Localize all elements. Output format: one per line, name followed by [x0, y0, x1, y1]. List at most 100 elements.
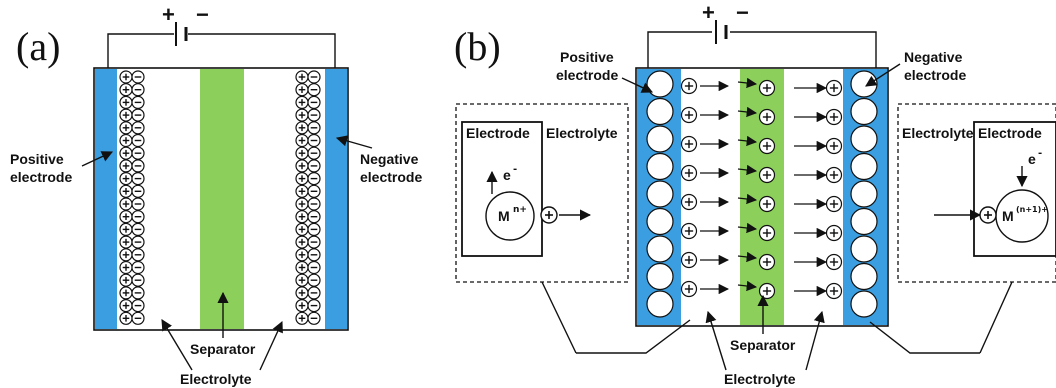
minus-charge-icon [307, 70, 321, 84]
electrode-atom-circle [850, 207, 878, 236]
label-a-electrolyte: Electrolyte [180, 371, 252, 387]
minus-charge-icon [307, 83, 321, 97]
plus-charge-icon [295, 121, 309, 135]
inset-right-cation [979, 206, 997, 224]
inset-left: Electrode Electrolyte M n+ e - [455, 103, 691, 354]
label-b-positive-line2: electrode [556, 67, 618, 83]
electrode-atom-circle [850, 152, 878, 181]
minus-charge-icon [307, 286, 321, 300]
panel-a-label: (a) [16, 24, 60, 69]
arrow-icon [737, 106, 758, 118]
plus-charge-icon [680, 251, 698, 269]
electrode-atom-circle [646, 180, 674, 208]
cell-a-positive-electrode [95, 69, 117, 329]
plus-charge-icon [119, 299, 133, 313]
label-b-electrolyte: Electrolyte [724, 371, 796, 387]
electrode-atom-circle [646, 235, 674, 263]
plus-charge-icon [295, 146, 309, 160]
electrode-atom-circle [646, 152, 674, 181]
plus-charge-icon [119, 95, 133, 110]
cell-a [93, 67, 349, 331]
plus-charge-icon [680, 222, 698, 240]
plus-charge-icon [119, 311, 133, 325]
label-b-separator: Separator [730, 337, 796, 353]
plus-charge-icon [825, 137, 843, 155]
plus-charge-icon [758, 166, 776, 184]
plus-charge-icon [680, 135, 698, 153]
minus-charge-icon [131, 311, 145, 325]
minus-charge-icon [307, 184, 321, 198]
electrode-atom-circle [646, 125, 674, 153]
plus-charge-icon [680, 106, 698, 124]
inset-left-metal-ion-circle [485, 191, 535, 241]
electrode-atom-circle [850, 180, 878, 208]
minus-charge-icon [307, 311, 321, 325]
minus-charge-icon [131, 260, 145, 275]
arrow-icon [737, 222, 758, 234]
plus-charge-icon [758, 253, 776, 271]
plus-charge-icon [758, 79, 776, 97]
plus-charge-icon [680, 193, 698, 211]
plus-charge-icon [119, 108, 133, 122]
minus-charge-icon [131, 146, 145, 160]
plus-charge-icon [680, 77, 698, 95]
plus-charge-icon [825, 282, 843, 300]
plus-charge-icon [295, 197, 309, 211]
plus-charge-icon [758, 108, 776, 126]
inset-right-ion-symbol: M [1002, 208, 1014, 224]
plus-charge-icon [825, 108, 843, 126]
plus-charge-icon [295, 248, 309, 262]
arrow-a-electrolyte-right [259, 320, 283, 371]
minus-charge-icon [131, 95, 145, 110]
connector-left [576, 319, 691, 354]
minus-charge-icon [131, 235, 145, 249]
minus-charge-icon [131, 286, 145, 300]
minus-charge-icon [307, 235, 321, 249]
electrode-atom-circle [850, 70, 878, 98]
arrow-a-electrolyte-left [161, 319, 193, 371]
wire-b-right [730, 31, 877, 68]
arrow-icon [737, 135, 758, 147]
arrow-icon [737, 280, 758, 292]
minus-charge-icon [307, 248, 321, 262]
arrow-icon [737, 164, 758, 176]
wire-a-right [188, 33, 336, 68]
cell-a-negative-electrode [325, 69, 347, 329]
plus-charge-icon [119, 248, 133, 262]
label-b-negative-line2: electrode [904, 67, 966, 83]
plus-charge-icon [119, 121, 133, 135]
label-a-negative-line1: Negative [360, 151, 419, 167]
inset-right-electron-sup: - [1038, 148, 1042, 159]
plus-charge-icon [295, 222, 309, 236]
arrow-icon [737, 77, 758, 89]
battery-b-minus: − [736, 0, 749, 25]
minus-charge-icon [307, 108, 321, 122]
plus-charge-icon [119, 146, 133, 160]
inset-left-ion-symbol: M [498, 208, 510, 224]
inset-right-electron: e [1028, 151, 1036, 167]
inset-right: Electrolyte Electrode M (n+1)+ e - [869, 103, 1056, 354]
arrow-b-negative [865, 63, 901, 87]
electrode-atom-circle [646, 290, 674, 318]
arrow-b-electrolyte-right [805, 310, 825, 371]
minus-charge-icon [307, 146, 321, 160]
inset-left-electron-sup: - [513, 164, 517, 175]
electrode-atom-circle [646, 70, 674, 98]
minus-charge-icon [131, 299, 145, 313]
inset-right-ion-charge: (n+1)+ [1016, 205, 1048, 214]
minus-charge-icon [307, 121, 321, 135]
minus-charge-icon [307, 299, 321, 313]
plus-charge-icon [119, 172, 133, 186]
plus-charge-icon [119, 83, 133, 97]
wire-b-left [647, 31, 712, 68]
cell-a-separator [200, 69, 244, 329]
connector-right [869, 321, 980, 354]
plus-charge-icon [119, 222, 133, 236]
plus-charge-icon [295, 95, 309, 110]
electrode-atom-circle [850, 97, 878, 126]
plus-charge-icon [295, 184, 309, 198]
electrode-atom-circle [646, 262, 674, 291]
label-a-positive-line1: Positive [10, 151, 64, 167]
plus-charge-icon [758, 137, 776, 155]
plus-charge-icon [119, 70, 133, 84]
